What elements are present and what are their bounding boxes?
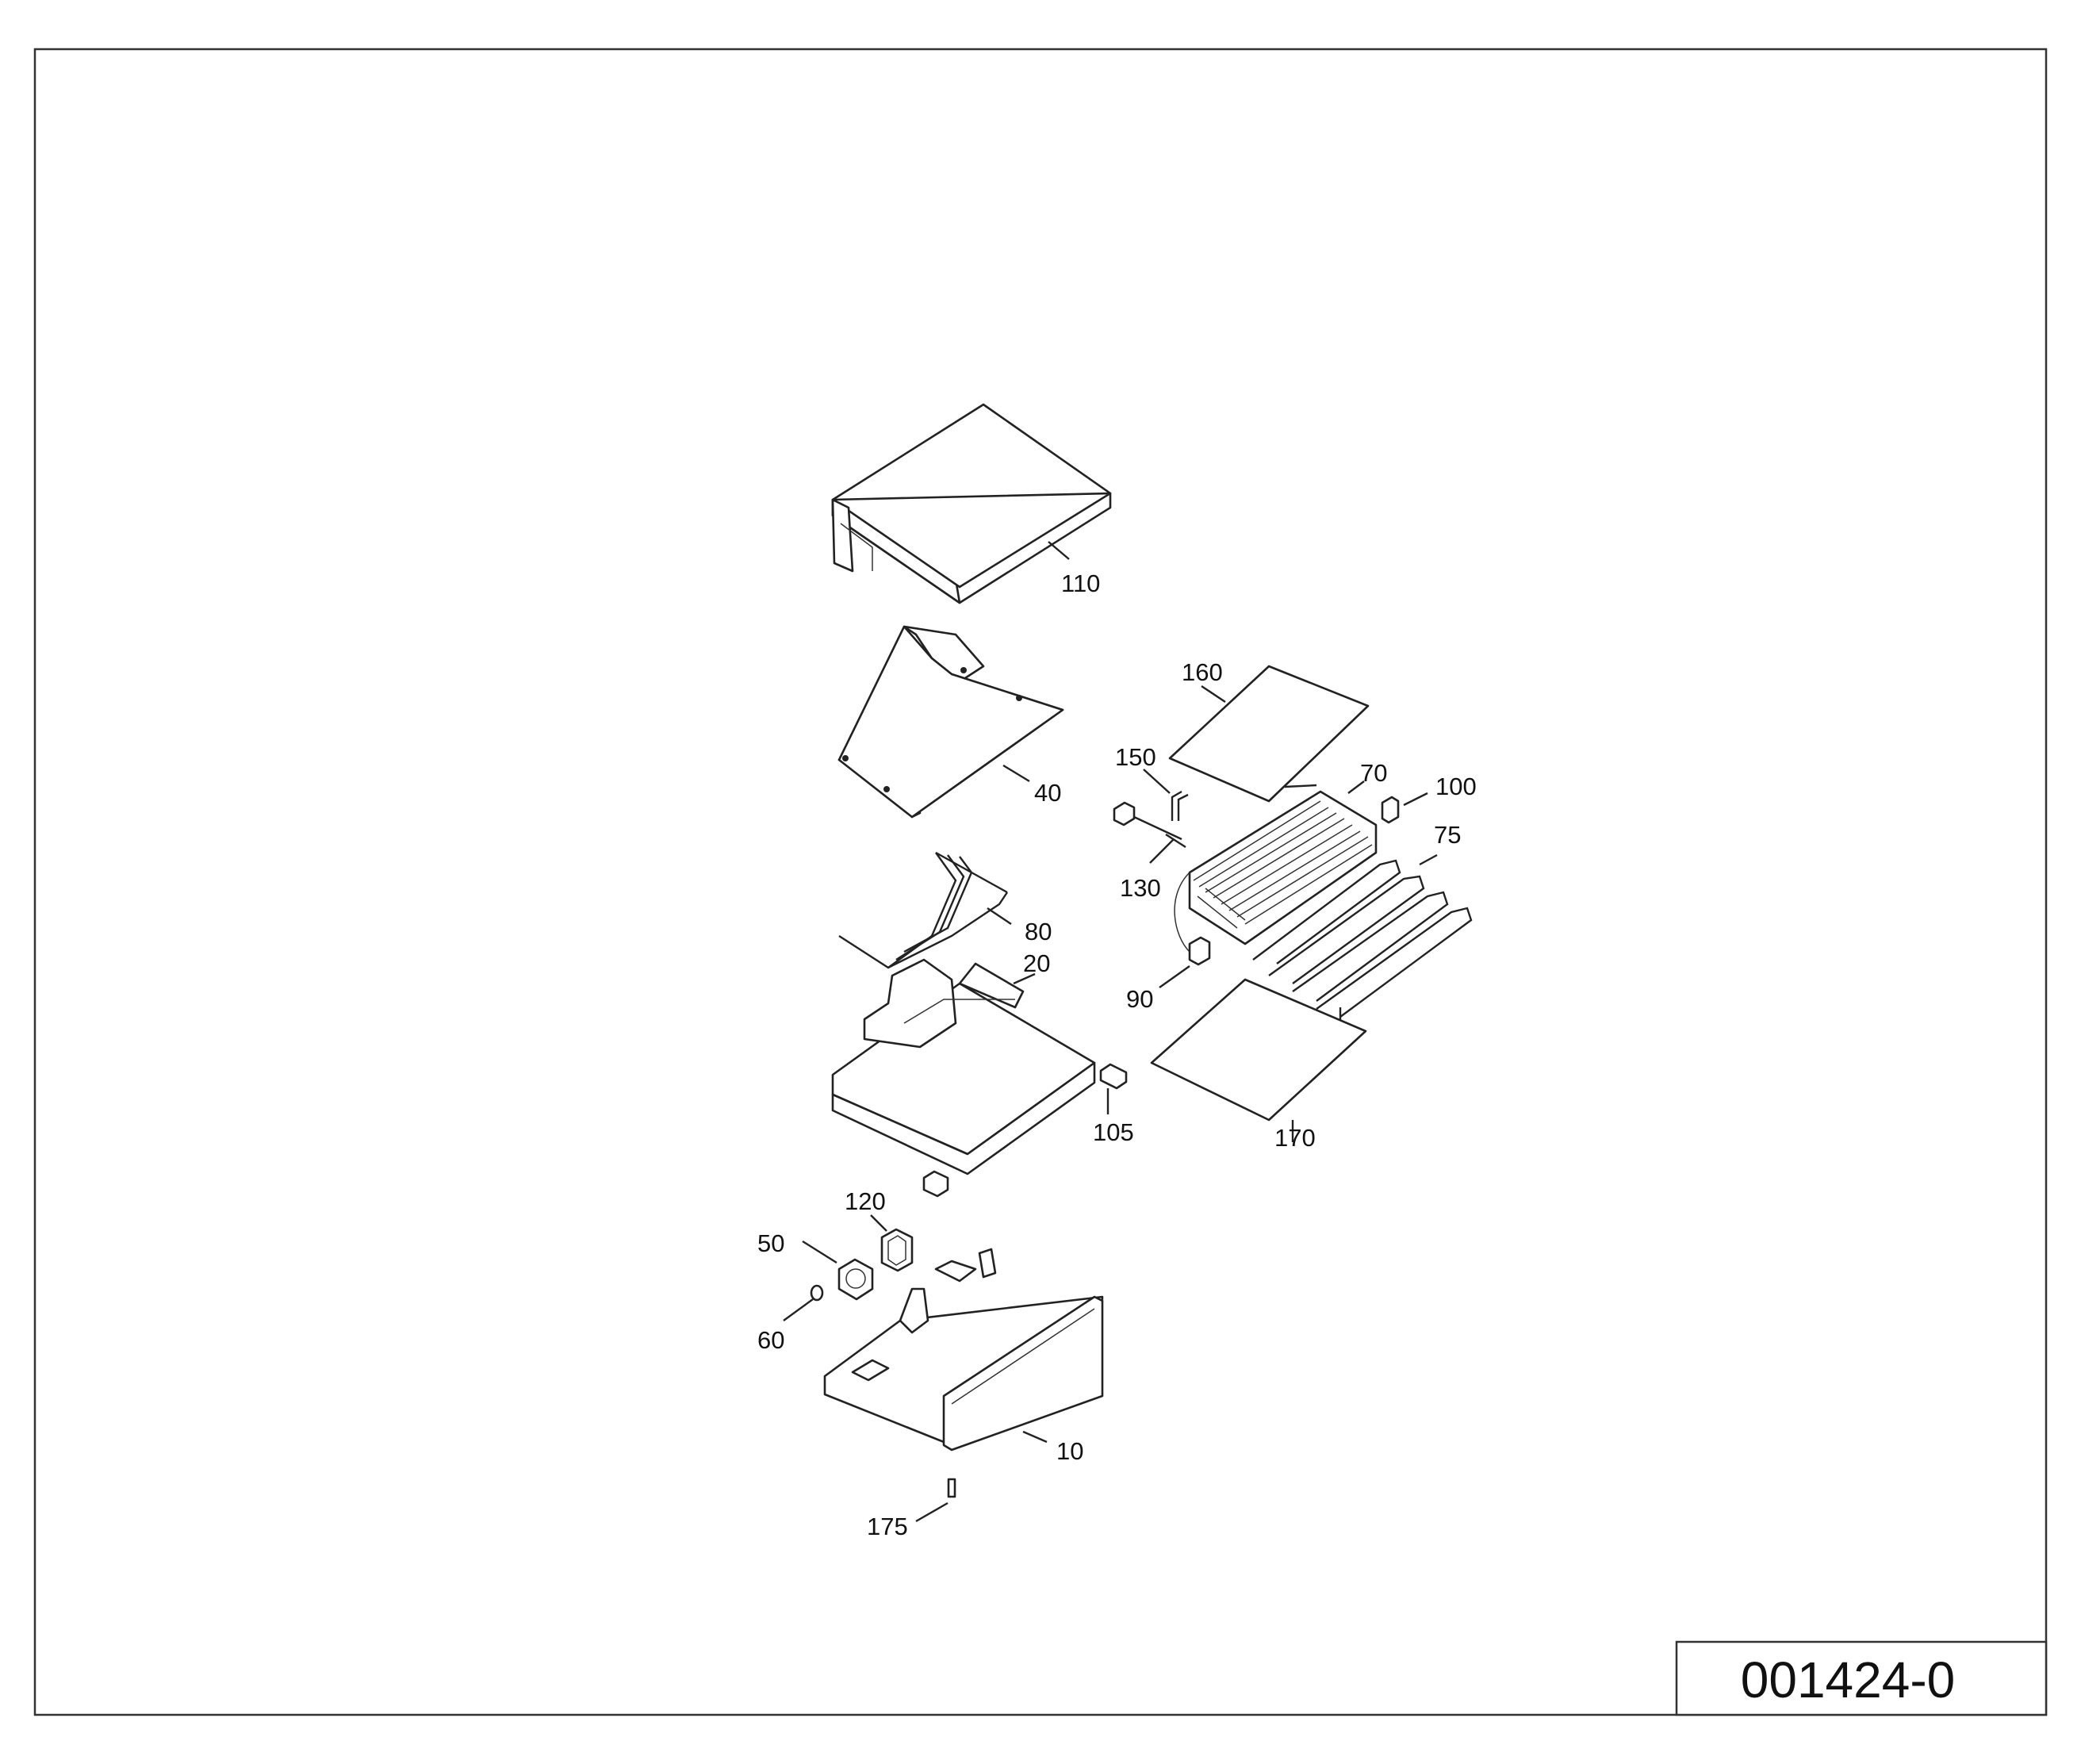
part-110-cover-drawing bbox=[831, 403, 1112, 604]
part-105-block-drawing bbox=[922, 1063, 1128, 1198]
label-part-105: 105 bbox=[1093, 1118, 1134, 1146]
drawing-number: 001424-0 bbox=[1741, 1651, 1955, 1708]
label-part-20: 20 bbox=[1023, 949, 1050, 977]
leader-lines bbox=[783, 541, 1438, 1523]
part-130-sensor-drawing bbox=[1113, 801, 1190, 953]
part-160-sheet-drawing bbox=[1168, 665, 1370, 803]
part-170-sheet-drawing bbox=[1150, 978, 1367, 1122]
label-part-170: 170 bbox=[1274, 1124, 1316, 1152]
label-part-60: 60 bbox=[757, 1326, 784, 1354]
part-150-tube-drawing bbox=[1171, 790, 1189, 821]
label-part-80: 80 bbox=[1025, 918, 1052, 945]
label-part-130: 130 bbox=[1120, 874, 1161, 902]
part-175-screw-drawing bbox=[947, 1478, 956, 1498]
part-labels: 110 40 80 20 105 160 150 70 100 75 130 9… bbox=[757, 569, 1477, 1540]
label-part-150: 150 bbox=[1115, 743, 1156, 771]
part-60-nut-drawing bbox=[810, 1284, 824, 1302]
label-part-75: 75 bbox=[1434, 821, 1461, 849]
part-80-heater-drawing bbox=[838, 851, 1008, 969]
label-part-10: 10 bbox=[1056, 1437, 1083, 1465]
part-10-base-drawing bbox=[823, 1248, 1104, 1451]
drawing-frame bbox=[33, 48, 2048, 1716]
part-100-clip-drawing bbox=[1381, 796, 1400, 824]
label-part-100: 100 bbox=[1435, 773, 1477, 800]
part-50-fan-drawing bbox=[837, 1258, 874, 1301]
part-75-element-drawing bbox=[1252, 859, 1473, 1025]
label-part-90: 90 bbox=[1126, 985, 1153, 1013]
title-block: 001424-0 bbox=[1675, 1640, 2048, 1716]
part-90-clip-drawing bbox=[1188, 936, 1211, 966]
label-part-50: 50 bbox=[757, 1229, 784, 1257]
part-20-housing-drawing bbox=[831, 958, 1096, 1175]
label-part-110: 110 bbox=[1061, 569, 1100, 597]
part-70-evaporator-drawing bbox=[1188, 784, 1378, 945]
part-40-plate-drawing bbox=[837, 625, 1064, 819]
part-120-mount-drawing bbox=[880, 1228, 914, 1272]
label-part-175: 175 bbox=[867, 1513, 908, 1540]
label-part-70: 70 bbox=[1360, 759, 1387, 787]
label-part-160: 160 bbox=[1182, 658, 1223, 686]
label-part-120: 120 bbox=[845, 1187, 886, 1215]
label-part-40: 40 bbox=[1034, 779, 1061, 807]
